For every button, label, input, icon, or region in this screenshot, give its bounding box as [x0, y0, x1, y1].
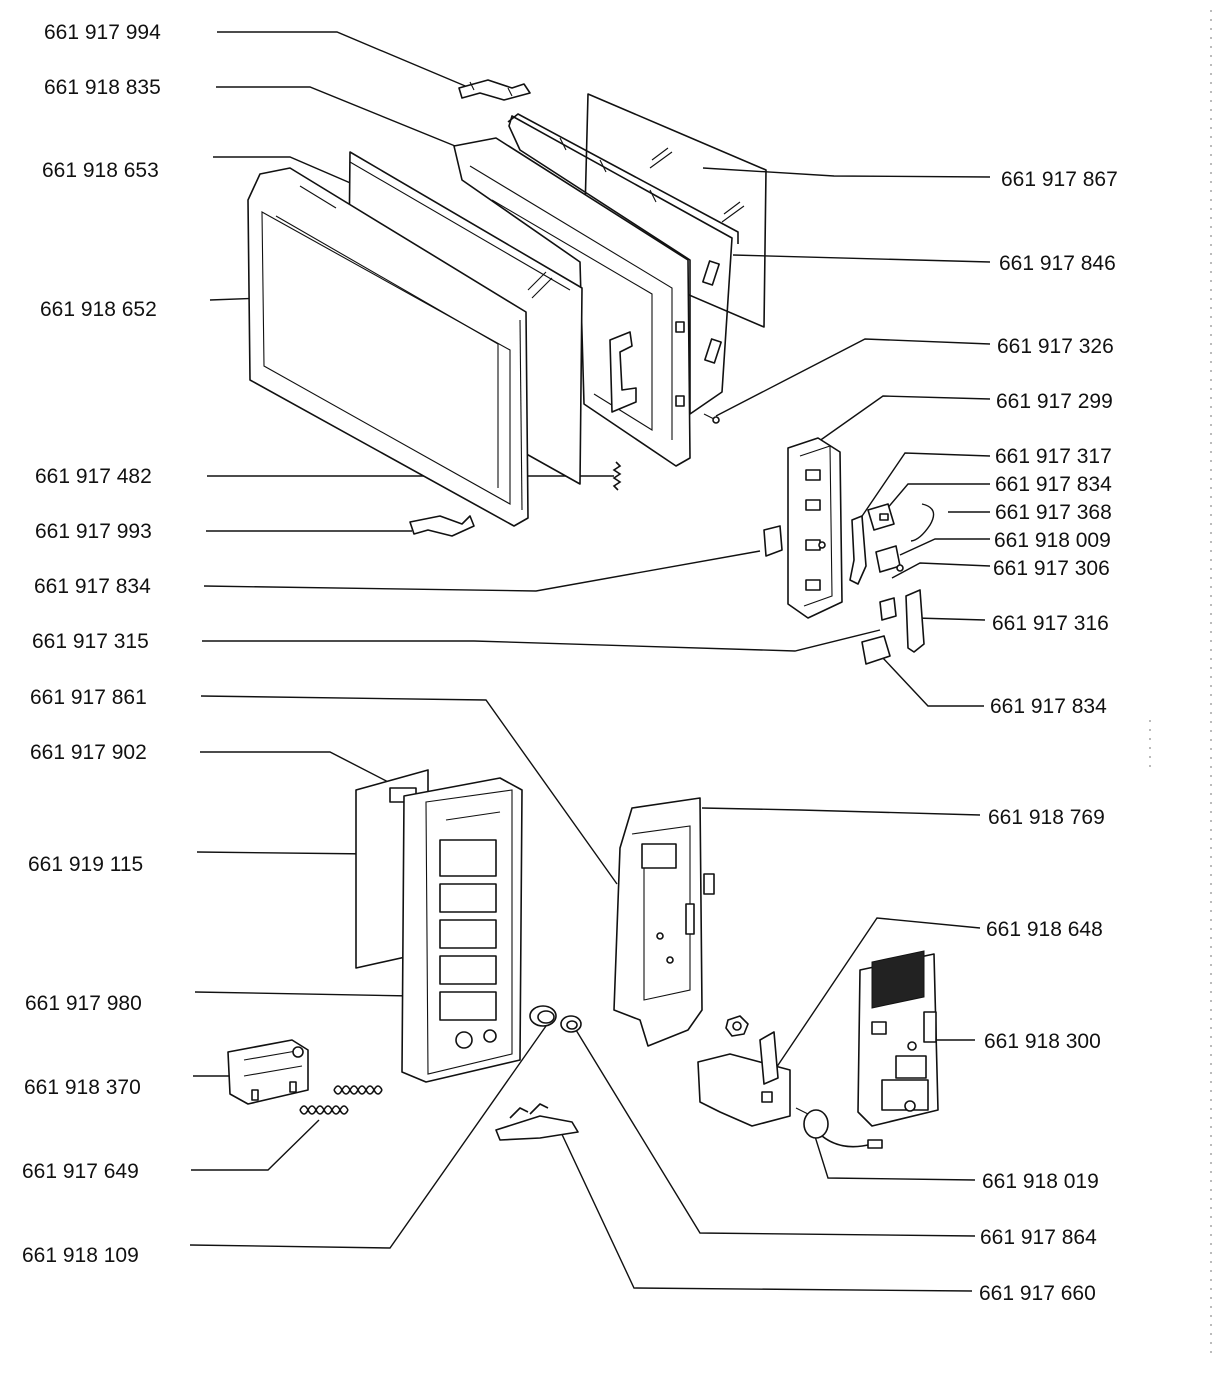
leader-line — [196, 851, 374, 855]
part-label: 661 917 846 — [999, 252, 1116, 275]
leader-line — [558, 1127, 973, 1292]
part-label: 661 917 864 — [980, 1226, 1097, 1249]
thermal-fuse — [795, 1107, 883, 1149]
knob-cap — [529, 1005, 557, 1027]
leader-line — [203, 550, 761, 592]
part-label: 661 917 902 — [30, 741, 147, 764]
part-label: 661 917 834 — [990, 695, 1107, 718]
part-label: 661 917 834 — [34, 575, 151, 598]
part-label: 661 918 019 — [982, 1170, 1099, 1193]
safety-lever — [905, 589, 925, 653]
part-label: 661 917 867 — [1001, 168, 1118, 191]
part-label: 661 917 994 — [44, 21, 161, 44]
part-label: 661 917 980 — [25, 992, 142, 1015]
leader-line — [189, 1025, 547, 1249]
part-label: 661 918 652 — [40, 298, 157, 321]
part-label: 661 918 370 — [24, 1076, 141, 1099]
part-label: 661 917 649 — [22, 1160, 139, 1183]
leader-line — [701, 807, 981, 816]
leader-line — [702, 167, 991, 178]
leader-line — [767, 917, 981, 1081]
part-label: 661 917 326 — [997, 335, 1114, 358]
part-label: 661 918 300 — [984, 1030, 1101, 1053]
power-board — [857, 950, 939, 1127]
leader-line — [202, 629, 881, 652]
door-seal-frame — [507, 113, 739, 415]
leader-line — [194, 991, 414, 997]
leader-line — [575, 1029, 976, 1237]
control-chassis — [613, 797, 715, 1047]
part-label: 661 918 653 — [42, 159, 159, 182]
relay-bracket — [697, 1031, 791, 1127]
leader-lines — [189, 31, 991, 1292]
edge-marks — [1149, 10, 1212, 1360]
latch-housing — [787, 437, 843, 619]
part-label: 661 917 299 — [996, 390, 1113, 413]
part-label: 661 917 368 — [995, 501, 1112, 524]
part-label: 661 917 315 — [32, 630, 149, 653]
part-label: 661 918 009 — [994, 529, 1111, 552]
leader-line — [217, 31, 471, 89]
leader-line — [191, 1119, 320, 1171]
leader-line — [855, 452, 991, 526]
knob-insert — [560, 1015, 582, 1033]
micro-switch-upper — [867, 503, 895, 531]
part-label: 661 917 993 — [35, 520, 152, 543]
part-label: 661 919 115 — [28, 853, 143, 876]
part-label: 661 917 861 — [30, 686, 147, 709]
part-label: 661 917 660 — [979, 1282, 1096, 1305]
control-panel-housing — [401, 777, 523, 1083]
micro-switch-lower — [861, 635, 891, 665]
part-label: 661 917 306 — [993, 557, 1110, 580]
door-release-lever — [495, 1103, 579, 1141]
part-label: 661 917 316 — [992, 612, 1109, 635]
switch-actuator — [879, 597, 897, 621]
top-hinge-clip — [458, 79, 531, 101]
leader-line — [915, 617, 986, 621]
part-label: 661 918 835 — [44, 76, 161, 99]
leader-line — [899, 538, 990, 556]
leader-line — [200, 751, 401, 789]
leader-line — [910, 503, 935, 542]
part-label: 661 918 648 — [986, 918, 1103, 941]
hex-nut — [725, 1015, 749, 1037]
part-label: 661 918 769 — [988, 806, 1105, 829]
bottom-hinge-clip — [409, 515, 475, 537]
leader-line — [814, 395, 991, 445]
latch-lever — [849, 515, 867, 585]
leader-line — [812, 1129, 976, 1181]
part-label: 661 917 834 — [995, 473, 1112, 496]
leader-line — [216, 86, 461, 149]
leader-line — [732, 254, 991, 263]
switch-clip — [763, 525, 783, 557]
button-springs — [299, 1085, 383, 1115]
leader-line — [881, 656, 984, 707]
leader-line — [891, 562, 991, 579]
hinge-pin — [703, 413, 720, 424]
leader-line — [200, 695, 618, 885]
part-label: 661 917 317 — [995, 445, 1112, 468]
door-spring — [612, 461, 622, 491]
part-label: 661 918 109 — [22, 1244, 139, 1267]
micro-switch-middle — [875, 545, 904, 573]
inner-door-frame — [453, 137, 691, 467]
button-block — [227, 1039, 309, 1105]
leader-line — [715, 338, 991, 417]
front-door-frame — [247, 167, 529, 527]
part-label: 661 917 482 — [35, 465, 152, 488]
